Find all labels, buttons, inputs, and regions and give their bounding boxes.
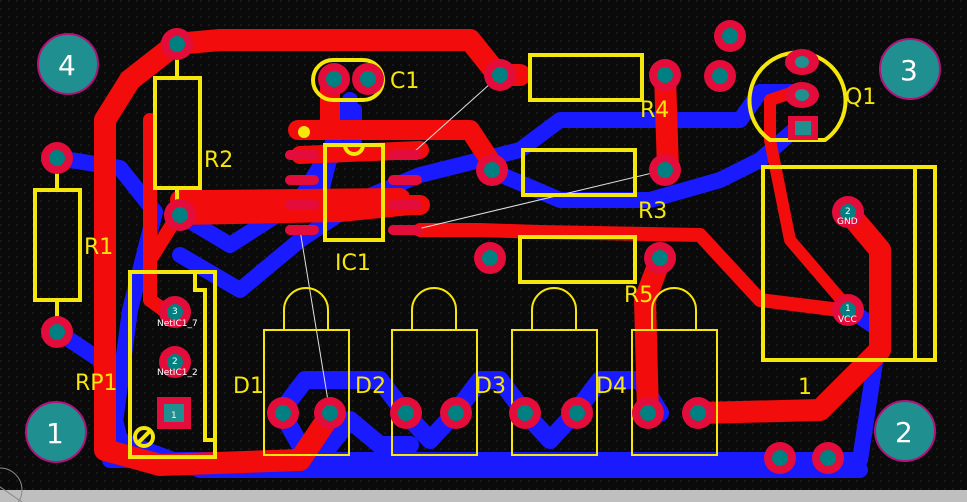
d4-pad[interactable] — [682, 397, 714, 429]
label-connector: 1 — [798, 375, 812, 400]
rp1-pin3-pad[interactable] — [159, 296, 191, 328]
svg-text:4: 4 — [58, 49, 76, 82]
svg-text:3: 3 — [900, 54, 918, 87]
label-d4: D4 — [596, 374, 627, 399]
r4-pad[interactable] — [484, 59, 516, 91]
ic1-pad[interactable] — [388, 150, 422, 160]
r2-pad[interactable] — [161, 28, 193, 60]
rp1-pin3-number: 3 — [172, 307, 178, 317]
c1-pad[interactable] — [318, 63, 350, 95]
conn-pin2-pad[interactable] — [832, 196, 864, 228]
rp1-pin2-pad[interactable] — [159, 346, 191, 378]
conn-pin2-number: 2 — [845, 207, 851, 217]
rp1-pin2-net: NetIC1_2 — [157, 368, 198, 378]
svg-text:2: 2 — [895, 416, 913, 449]
conn-pin1-net: VCC — [838, 315, 857, 325]
via-pad[interactable] — [764, 442, 796, 474]
d2-pad[interactable] — [440, 397, 472, 429]
label-q1: Q1 — [845, 85, 876, 110]
connector-outline — [761, 165, 937, 362]
r3-outline — [521, 148, 637, 197]
label-c1: C1 — [390, 69, 419, 94]
rp1-pin1-number: 1 — [171, 411, 177, 421]
d4-pad[interactable] — [632, 397, 664, 429]
ic1-smd-pads — [285, 150, 422, 235]
origin-marker — [0, 467, 23, 502]
d2-pad[interactable] — [390, 397, 422, 429]
d3-pad[interactable] — [561, 397, 593, 429]
d1-pad[interactable] — [267, 397, 299, 429]
r1-pad[interactable] — [41, 142, 73, 174]
via-pad[interactable] — [704, 60, 736, 92]
ic1-pad[interactable] — [285, 150, 319, 160]
d3-outline — [511, 287, 598, 456]
d3-pad[interactable] — [509, 397, 541, 429]
label-ic1: IC1 — [335, 251, 371, 276]
bottom-margin-strip — [0, 490, 967, 502]
r4-pad[interactable] — [649, 59, 681, 91]
ratsnest-lines — [299, 74, 666, 414]
rp1-pin2-number: 2 — [172, 357, 178, 367]
ic1-pad[interactable] — [388, 175, 422, 185]
conn-pin1-pad[interactable] — [832, 294, 864, 326]
label-d2: D2 — [355, 374, 386, 399]
svg-text:1: 1 — [46, 417, 64, 450]
r4-outline — [528, 53, 644, 102]
ic1-pad[interactable] — [388, 225, 422, 235]
d2-outline — [391, 287, 478, 456]
r5-pad[interactable] — [474, 242, 506, 274]
d1-outline — [263, 287, 350, 456]
mounting-hole-1: 1 — [25, 401, 87, 463]
label-r2: R2 — [204, 148, 233, 173]
via-pad[interactable] — [714, 20, 746, 52]
r5-outline — [518, 235, 637, 284]
ic1-pad[interactable] — [388, 200, 422, 210]
r2-pad[interactable] — [164, 199, 196, 231]
component-labels: R1 R2 R4 R3 R5 C1 IC1 Q1 RP1 D1 D2 D3 D4… — [75, 69, 876, 400]
mounting-hole-2: 2 — [874, 400, 936, 462]
q1-pads — [785, 49, 819, 108]
ic1-pad[interactable] — [285, 225, 319, 235]
rp1-outline — [128, 270, 217, 459]
pads-layer — [41, 20, 864, 474]
conn-pin2-net: GND — [837, 217, 858, 227]
label-r5: R5 — [624, 283, 653, 308]
conn-pin1-number: 1 — [845, 304, 851, 314]
c1-pad[interactable] — [352, 63, 384, 95]
ic1-outline — [323, 143, 385, 242]
label-rp1: RP1 — [75, 371, 118, 396]
ic1-pad[interactable] — [285, 175, 319, 185]
r1-pad[interactable] — [41, 316, 73, 348]
label-r3: R3 — [638, 199, 667, 224]
label-d3: D3 — [475, 374, 506, 399]
ic1-pin1-dot — [298, 126, 310, 138]
r3-pad[interactable] — [476, 154, 508, 186]
d1-pad[interactable] — [314, 397, 346, 429]
r5-pad[interactable] — [644, 242, 676, 274]
mounting-hole-3: 3 — [879, 38, 941, 100]
label-d1: D1 — [233, 374, 264, 399]
rp1-pin3-net: NetIC1_7 — [157, 319, 198, 329]
mounting-hole-4: 4 — [37, 33, 99, 95]
via-pad[interactable] — [812, 442, 844, 474]
ic1-pad[interactable] — [285, 200, 319, 210]
r3-pad[interactable] — [649, 154, 681, 186]
d4-outline — [631, 287, 718, 456]
label-r4: R4 — [640, 98, 669, 123]
label-r1: R1 — [84, 235, 113, 260]
